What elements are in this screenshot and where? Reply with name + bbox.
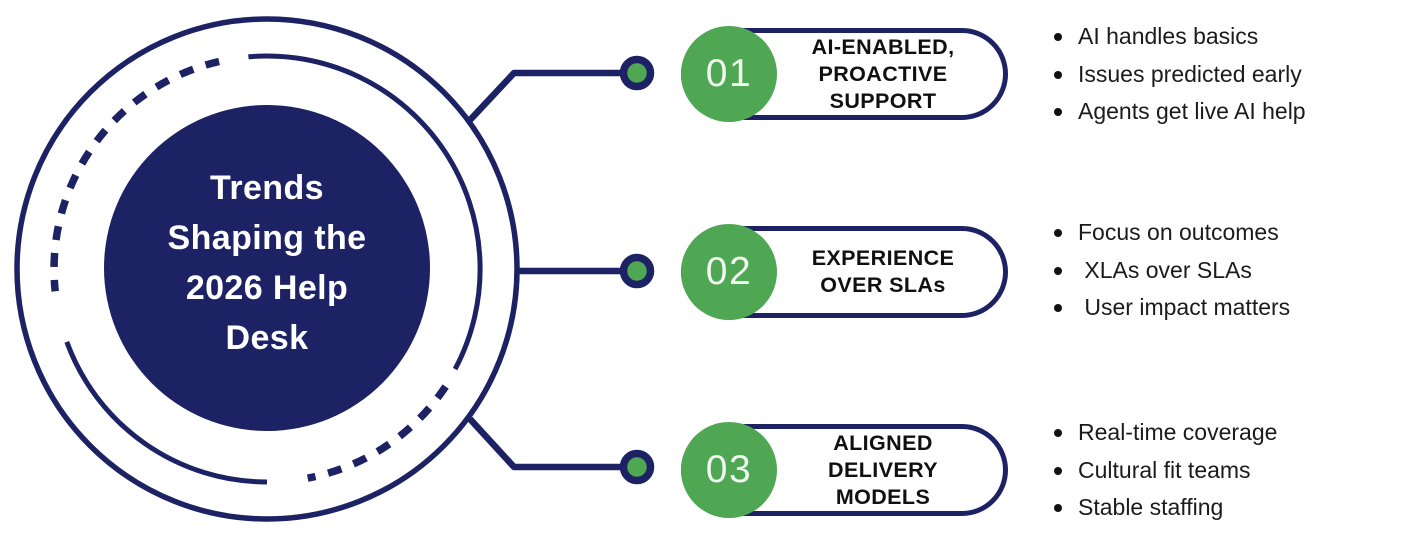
step-number-badge-2: 02 xyxy=(681,224,777,320)
connector-node-2 xyxy=(619,253,655,289)
central-circle xyxy=(104,105,430,431)
bullet-item: Issues predicted early xyxy=(1046,56,1396,94)
central-title: Trends Shaping the 2026 Help Desk xyxy=(107,163,427,363)
connector-node-3 xyxy=(619,449,655,485)
middle-ring-solid-arc-right xyxy=(248,53,483,371)
bullet-item: XLAs over SLAs xyxy=(1046,252,1396,290)
bullet-text: Issues predicted early xyxy=(1078,60,1302,87)
bullet-item: Cultural fit teams xyxy=(1046,452,1396,490)
bullet-dot xyxy=(1054,304,1062,312)
bullet-text: AI handles basics xyxy=(1078,23,1259,49)
bullet-text: Stable staffing xyxy=(1078,494,1224,520)
step-title-1: AI-ENABLED, PROACTIVE SUPPORT xyxy=(811,34,955,113)
circle-diagram xyxy=(14,16,655,522)
bullet-item: Real-time coverage xyxy=(1046,414,1396,452)
bullet-list-1: AI handles basics Issues predicted early… xyxy=(1046,18,1396,131)
central-title-line: 2026 Help xyxy=(185,269,349,307)
bullet-text: Focus on outcomes xyxy=(1078,219,1279,245)
central-title-line: Trends xyxy=(210,169,324,207)
bullet-list-3: Real-time coverage Cultural fit teams St… xyxy=(1046,414,1396,527)
bullet-dot xyxy=(1054,33,1062,41)
bullet-dot xyxy=(1054,70,1062,79)
central-title-line: Desk xyxy=(225,319,309,357)
bullet-text: Cultural fit teams xyxy=(1078,456,1251,483)
step-number-3: 03 xyxy=(705,448,753,491)
bullet-text: XLAs over SLAs xyxy=(1078,256,1252,283)
bullet-dot xyxy=(1054,108,1062,116)
bullet-text: Real-time coverage xyxy=(1078,419,1278,445)
connector-line-3 xyxy=(467,416,624,471)
bullet-dot xyxy=(1054,466,1062,475)
step-number-badge-1: 01 xyxy=(681,26,777,122)
bullet-item: AI handles basics xyxy=(1046,18,1396,56)
bullet-item: Focus on outcomes xyxy=(1046,214,1396,252)
bullet-text: Agents get live AI help xyxy=(1078,98,1306,124)
step-title-2: EXPERIENCE OVER SLAs xyxy=(811,246,955,297)
connector-node-1 xyxy=(619,55,655,91)
bullet-dot xyxy=(1054,266,1062,275)
bullet-item: User impact matters xyxy=(1046,289,1396,327)
bullet-dot xyxy=(1054,504,1062,512)
step-number-2: 02 xyxy=(705,250,753,293)
bullet-list-2: Focus on outcomes XLAs over SLAs User im… xyxy=(1046,214,1396,327)
bullet-item: Stable staffing xyxy=(1046,489,1396,527)
middle-ring-dashed-arc-lower-right xyxy=(307,384,449,482)
connector-line-1 xyxy=(467,69,624,123)
step-title-3: ALIGNED DELIVERY MODELS xyxy=(828,430,938,509)
central-title-line: Shaping the xyxy=(167,219,367,257)
middle-ring-solid-arc-lower-left xyxy=(64,341,268,485)
step-number-badge-3: 03 xyxy=(681,422,777,518)
bullet-dot xyxy=(1054,429,1062,437)
bullet-item: Agents get live AI help xyxy=(1046,93,1396,131)
bullet-text: User impact matters xyxy=(1078,294,1291,320)
bullet-dot xyxy=(1054,229,1062,237)
step-number-1: 01 xyxy=(705,52,753,95)
